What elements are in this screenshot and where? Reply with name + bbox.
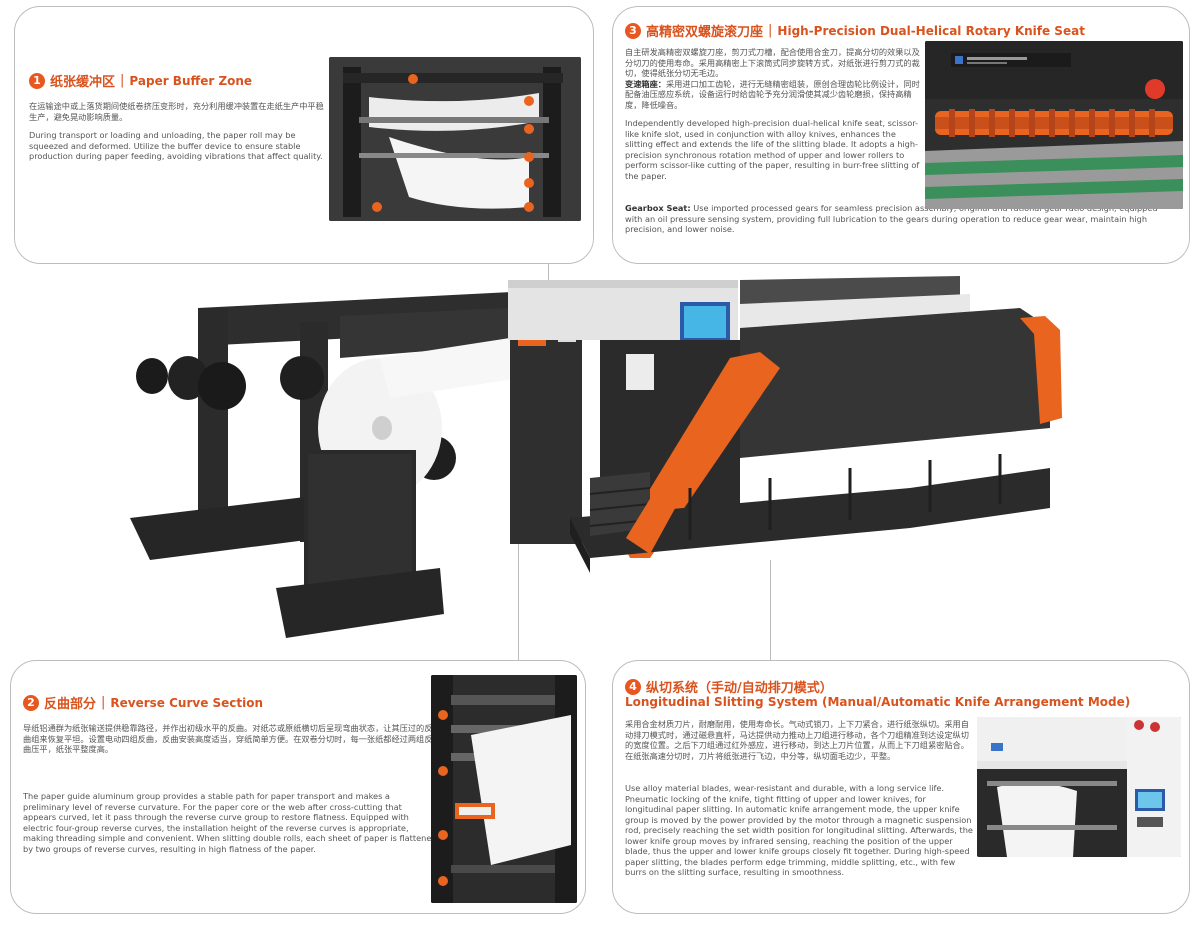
- gearbox-cn-lead: 变速箱座：: [625, 78, 666, 89]
- title-en: Reverse Curve Section: [110, 695, 264, 710]
- text-cn: 在运输途中或上落货期间使纸卷挤压变形时，充分利用缓冲装置在走纸生产中平稳生产，避…: [29, 101, 324, 122]
- title-separator: |: [120, 73, 125, 88]
- title-cn: 高精密双螺旋滚刀座: [646, 25, 764, 40]
- text-en: Independently developed high-precision d…: [625, 118, 920, 181]
- title-cn: 反曲部分: [44, 697, 97, 712]
- title-cn: 纸张缓冲区: [50, 75, 116, 90]
- text-en: Use alloy material blades, wear-resistan…: [625, 783, 973, 877]
- slitting-text-cn: 采用合金材质刀片，耐磨耐用，使用寿命长。气动式锁刀，上下刀紧合，进行纸张纵切。采…: [625, 719, 977, 769]
- knife-seat-title: 3 高精密双螺旋滚刀座 | High-Precision Dual-Helica…: [625, 21, 1085, 40]
- leader-line-knife: [548, 264, 549, 288]
- reverse-curve-title: 2 反曲部分 | Reverse Curve Section: [23, 693, 263, 712]
- section-number: 4: [625, 678, 641, 695]
- text-cn: 自主研发高精密双螺旋刀座，剪刀式刀槽，配合使用合金刀，提高分切的效果以及分切刀的…: [625, 47, 920, 78]
- leader-line-slitting: [770, 560, 771, 660]
- section-number: 3: [625, 22, 641, 39]
- machine-illustration: [130, 276, 1062, 638]
- paper-buffer-photo: [329, 57, 581, 221]
- cross-cutting-machine: [90, 268, 1080, 658]
- text-en: During transport or loading and unloadin…: [29, 130, 323, 161]
- knife-seat-illustration: [925, 41, 1183, 209]
- knife-seat-photo: [925, 41, 1183, 209]
- title-en: High-Precision Dual-Helical Rotary Knife…: [777, 23, 1085, 38]
- reverse-curve-text-cn: 导纸铝通群为纸张输送提供稳靠路径，并作出初级水平的反曲。对纸芯或原纸横切后呈现弯…: [23, 723, 435, 763]
- title-separator: |: [101, 695, 106, 710]
- paper-buffer-panel: 1 纸张缓冲区 | Paper Buffer Zone 在运输途中或上落货期间使…: [14, 6, 594, 264]
- knife-seat-panel: 3 高精密双螺旋滚刀座 | High-Precision Dual-Helica…: [612, 6, 1190, 264]
- gearbox-cn: 采用进口加工齿轮，进行无缝精密组装，原创合理齿轮比例设计，同时配备油压感应系统，…: [625, 78, 920, 110]
- title-en: Paper Buffer Zone: [129, 73, 253, 88]
- text-cn: 导纸铝通群为纸张输送提供稳靠路径，并作出初级水平的反曲。对纸芯或原纸横切后呈现弯…: [23, 723, 433, 754]
- title-en: Longitudinal Slitting System (Manual/Aut…: [625, 695, 1131, 709]
- slitting-photo: [977, 717, 1181, 857]
- slitting-panel: 4 纵切系统（手动/自动排刀模式） Longitudinal Slitting …: [612, 660, 1190, 914]
- gearbox-cn-paragraph: 变速箱座：采用进口加工齿轮，进行无缝精密组装，原创合理齿轮比例设计，同时配备油压…: [625, 79, 925, 111]
- paper-buffer-title: 1 纸张缓冲区 | Paper Buffer Zone: [29, 71, 252, 90]
- section-number: 1: [29, 72, 45, 89]
- reverse-curve-panel: 2 反曲部分 | Reverse Curve Section 导纸铝通群为纸张输…: [10, 660, 586, 914]
- leader-line-reverse: [518, 540, 519, 660]
- reverse-curve-photo: [431, 675, 577, 903]
- slitting-text-en: Use alloy material blades, wear-resistan…: [625, 783, 975, 886]
- slitting-title-en-row: Longitudinal Slitting System (Manual/Aut…: [625, 695, 1130, 709]
- title-separator: |: [768, 23, 773, 38]
- slitting-title-cn-row: 4 纵切系统（手动/自动排刀模式）: [625, 677, 833, 696]
- reverse-curve-illustration: [431, 675, 577, 903]
- reverse-curve-text-en: The paper guide aluminum group provides …: [23, 791, 437, 862]
- text-cn: 采用合金材质刀片，耐磨耐用，使用寿命长。气动式锁刀，上下刀紧合，进行纸张纵切。采…: [625, 719, 969, 761]
- slitting-illustration: [977, 717, 1181, 857]
- knife-seat-text-cn: 自主研发高精密双螺旋刀座，剪刀式刀槽，配合使用合金刀，提高分切的效果以及分切刀的…: [625, 47, 925, 189]
- section-number: 2: [23, 694, 39, 711]
- paper-buffer-text: 在运输途中或上落货期间使纸卷挤压变形时，充分利用缓冲装置在走纸生产中平稳生产，避…: [29, 101, 325, 170]
- text-en: The paper guide aluminum group provides …: [23, 791, 437, 854]
- gearbox-en-lead: Gearbox Seat:: [625, 203, 691, 213]
- buffer-frame-illustration: [329, 57, 581, 221]
- title-cn: 纵切系统（手动/自动排刀模式）: [646, 681, 833, 696]
